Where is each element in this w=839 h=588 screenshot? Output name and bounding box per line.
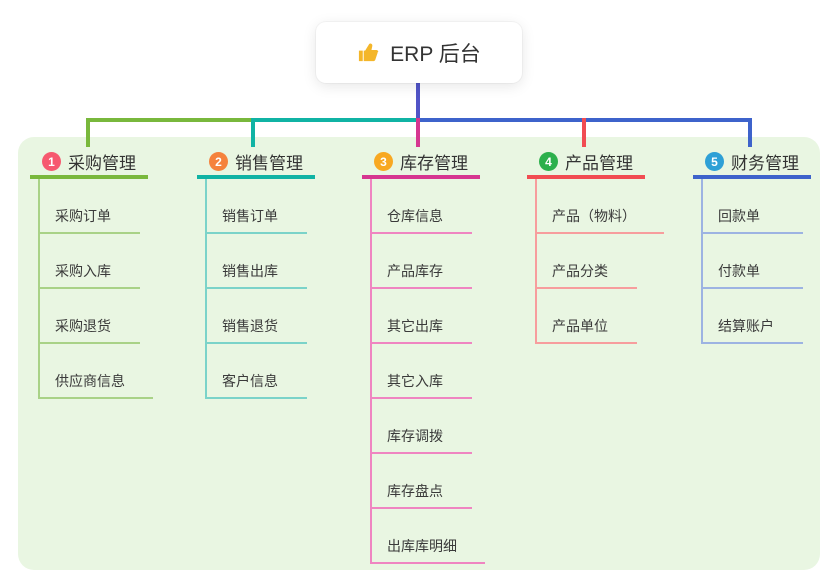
- branch-label: 采购管理: [68, 154, 136, 173]
- tree-item[interactable]: 供应商信息: [38, 344, 153, 399]
- branch-header: 1 采购管理: [30, 148, 148, 179]
- connector-drop-finance: [748, 118, 752, 147]
- tree-item[interactable]: 其它出库: [370, 289, 472, 344]
- tree-item-label: 采购退货: [55, 318, 111, 334]
- tree-item[interactable]: 采购订单: [38, 179, 140, 234]
- branch-inventory-management[interactable]: 3 库存管理 仓库信息 产品库存 其它出库 其它入库 库存调拨 库存盘点 出库库…: [362, 148, 485, 564]
- branch-header: 3 库存管理: [362, 148, 480, 179]
- connector-horizontal-purchase: [86, 118, 251, 122]
- branch-label: 产品管理: [565, 154, 633, 173]
- branch-items: 销售订单 销售出库 销售退货 客户信息: [205, 179, 315, 399]
- branch-header: 4 产品管理: [527, 148, 645, 179]
- tree-item-label: 销售退货: [222, 318, 278, 334]
- tree-item[interactable]: 产品库存: [370, 234, 472, 289]
- tree-item[interactable]: 产品分类: [535, 234, 637, 289]
- tree-item[interactable]: 回款单: [701, 179, 803, 234]
- root-node-label: ERP 后台: [390, 42, 481, 66]
- tree-item[interactable]: 库存盘点: [370, 454, 472, 509]
- branch-finance-management[interactable]: 5 财务管理 回款单 付款单 结算账户: [693, 148, 811, 344]
- branch-sales-management[interactable]: 2 销售管理 销售订单 销售出库 销售退货 客户信息: [197, 148, 315, 399]
- branch-number-badge: 2: [209, 152, 228, 171]
- branch-product-management[interactable]: 4 产品管理 产品（物料） 产品分类 产品单位: [527, 148, 664, 344]
- tree-item-label: 出库库明细: [387, 538, 457, 554]
- tree-item[interactable]: 产品单位: [535, 289, 637, 344]
- tree-connector-line: [205, 179, 207, 399]
- branch-items: 回款单 付款单 结算账户: [701, 179, 811, 344]
- branch-number-badge: 1: [42, 152, 61, 171]
- tree-item[interactable]: 客户信息: [205, 344, 307, 399]
- tree-item-label: 回款单: [718, 208, 760, 224]
- tree-item[interactable]: 付款单: [701, 234, 803, 289]
- tree-item[interactable]: 出库库明细: [370, 509, 485, 564]
- tree-item-label: 其它入库: [387, 373, 443, 389]
- branches-panel: [18, 137, 820, 570]
- tree-item-label: 库存调拨: [387, 428, 443, 444]
- thumbs-up-icon: [357, 41, 380, 64]
- tree-connector-line: [535, 179, 537, 344]
- tree-item-label: 客户信息: [222, 373, 278, 389]
- tree-item[interactable]: 产品（物料）: [535, 179, 664, 234]
- tree-item[interactable]: 仓库信息: [370, 179, 472, 234]
- tree-item-label: 采购入库: [55, 263, 111, 279]
- tree-item-label: 销售出库: [222, 263, 278, 279]
- tree-item-label: 付款单: [718, 263, 760, 279]
- tree-item-label: 销售订单: [222, 208, 278, 224]
- tree-item-label: 其它出库: [387, 318, 443, 334]
- connector-drop-purchase: [86, 118, 90, 147]
- tree-item[interactable]: 销售订单: [205, 179, 307, 234]
- tree-item-label: 供应商信息: [55, 373, 125, 389]
- connector-drop-inventory: [416, 118, 420, 147]
- branch-number-badge: 4: [539, 152, 558, 171]
- tree-item[interactable]: 其它入库: [370, 344, 472, 399]
- branch-number-badge: 3: [374, 152, 393, 171]
- tree-item[interactable]: 采购入库: [38, 234, 140, 289]
- branch-label: 库存管理: [400, 154, 468, 173]
- connector-root-stem: [416, 83, 420, 122]
- connector-drop-sales: [251, 118, 255, 147]
- branch-header: 2 销售管理: [197, 148, 315, 179]
- branch-items: 仓库信息 产品库存 其它出库 其它入库 库存调拨 库存盘点 出库库明细: [370, 179, 485, 564]
- tree-item-label: 库存盘点: [387, 483, 443, 499]
- connector-horizontal-sales: [251, 118, 416, 122]
- branch-items: 采购订单 采购入库 采购退货 供应商信息: [38, 179, 153, 399]
- branch-purchase-management[interactable]: 1 采购管理 采购订单 采购入库 采购退货 供应商信息: [30, 148, 153, 399]
- branch-label: 财务管理: [731, 154, 799, 173]
- tree-connector-line: [701, 179, 703, 344]
- branch-items: 产品（物料） 产品分类 产品单位: [535, 179, 664, 344]
- branch-header: 5 财务管理: [693, 148, 811, 179]
- branch-number-badge: 5: [705, 152, 724, 171]
- tree-item-label: 产品库存: [387, 263, 443, 279]
- tree-item-label: 产品（物料）: [552, 208, 636, 224]
- tree-item-label: 结算账户: [718, 318, 774, 334]
- tree-item[interactable]: 销售出库: [205, 234, 307, 289]
- tree-connector-line: [370, 179, 372, 564]
- branch-label: 销售管理: [235, 154, 303, 173]
- tree-item[interactable]: 销售退货: [205, 289, 307, 344]
- tree-item[interactable]: 库存调拨: [370, 399, 472, 454]
- connector-drop-product: [582, 118, 586, 147]
- tree-item-label: 仓库信息: [387, 208, 443, 224]
- tree-item-label: 采购订单: [55, 208, 111, 224]
- tree-connector-line: [38, 179, 40, 399]
- tree-item[interactable]: 结算账户: [701, 289, 803, 344]
- tree-item[interactable]: 采购退货: [38, 289, 140, 344]
- root-node[interactable]: ERP 后台: [316, 22, 522, 83]
- tree-item-label: 产品分类: [552, 263, 608, 279]
- tree-item-label: 产品单位: [552, 318, 608, 334]
